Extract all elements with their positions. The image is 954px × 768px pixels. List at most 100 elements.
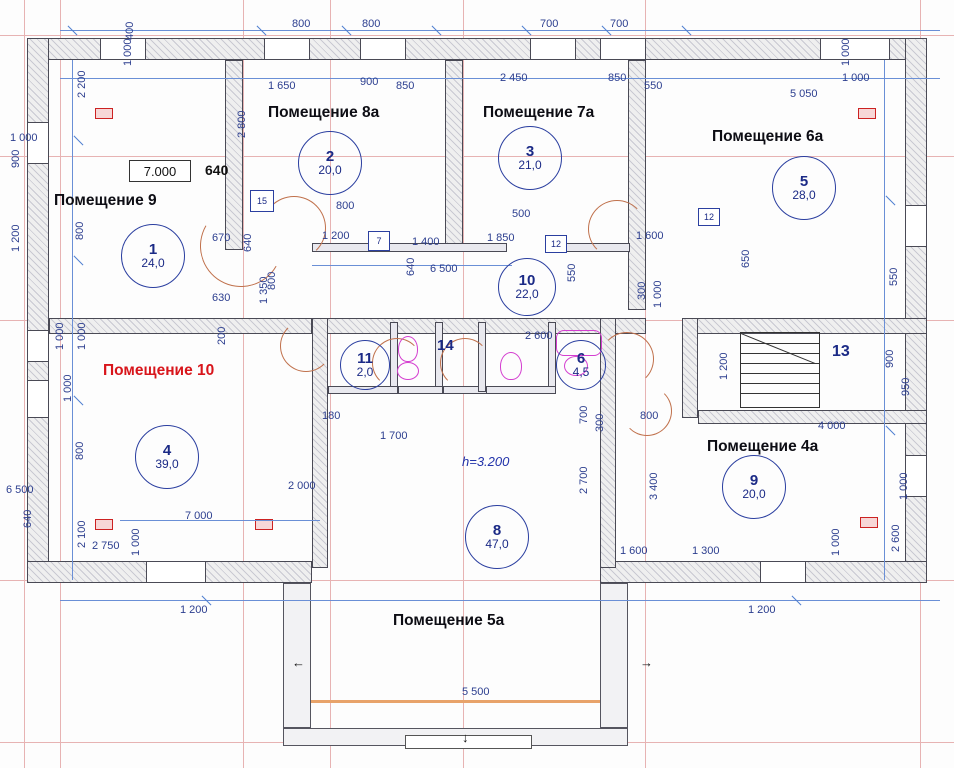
- dimension-text: 1 200: [180, 604, 208, 616]
- axis-line: [0, 580, 954, 581]
- dimension-text-vert: 200: [216, 326, 228, 345]
- interior-wall: [312, 318, 328, 568]
- dimension-text-vert: 550: [566, 263, 578, 282]
- room-number: 1: [148, 240, 158, 258]
- room-label-4a: Помещение 4а: [707, 438, 819, 455]
- room-marker-1: 1 24,0: [121, 224, 185, 288]
- dimension-tick: [73, 135, 84, 146]
- element-tag-7: 7: [368, 231, 390, 251]
- dimension-text-vert: 1 000: [840, 38, 852, 66]
- dimension-text-vert: 950: [900, 377, 912, 396]
- dimension-text-vert: 700: [578, 405, 590, 424]
- dimension-text-vert: 300: [636, 281, 648, 300]
- dimension-text-vert: 300: [594, 413, 606, 432]
- room-marker-8: 8 47,0: [465, 505, 529, 569]
- dimension-text: 180: [322, 410, 341, 422]
- dimension-tick: [73, 395, 84, 406]
- toilet-fixture-icon: [398, 336, 418, 362]
- tag-text: 12: [703, 212, 714, 222]
- room-label-9: Помещение 9: [54, 192, 157, 209]
- ceiling-height-note: h=3.200: [462, 454, 510, 469]
- dimension-text-vert: 800: [74, 441, 86, 460]
- dimension-text: 7.000: [143, 163, 177, 179]
- window: [27, 330, 49, 362]
- dimension-text: 550: [644, 80, 663, 92]
- arrow-left-icon: ←: [292, 655, 305, 670]
- window: [820, 38, 890, 60]
- door-swing: [262, 196, 326, 260]
- dimension-text: 900: [360, 76, 379, 88]
- dimension-text: 2 600: [525, 330, 553, 342]
- socket-marker: [95, 108, 113, 119]
- dimension-text-vert: 1 000: [54, 322, 66, 350]
- room-marker-9: 9 20,0: [722, 455, 786, 519]
- axis-line: [645, 0, 646, 768]
- dimension-text: 800: [640, 410, 659, 422]
- dimension-text-vert: 550: [888, 267, 900, 286]
- room-area: 24,0: [141, 256, 165, 271]
- sink-fixture-icon: [397, 362, 419, 380]
- room-marker-10: 10 22,0: [498, 258, 556, 316]
- room-area: 21,0: [518, 158, 542, 173]
- dimension-text: 1 600: [636, 230, 664, 242]
- dimension-text-vert: 3 400: [648, 472, 660, 500]
- element-tag-15: 15: [250, 190, 274, 212]
- dimension-text-vert: 2 200: [76, 70, 88, 98]
- dimension-text-vert: 640: [22, 509, 34, 528]
- dimension-line: [72, 60, 73, 580]
- room-number: 11: [357, 349, 373, 367]
- room-marker-14: 14: [437, 337, 454, 354]
- staircase: [740, 332, 820, 408]
- room-label-7a: Помещение 7а: [483, 104, 595, 121]
- dimension-text: 1 000: [10, 132, 38, 144]
- room-marker-2: 2 20,0: [298, 131, 362, 195]
- dimension-text: 1 200: [322, 230, 350, 242]
- dimension-tick: [73, 255, 84, 266]
- socket-marker: [95, 519, 113, 530]
- door-swing: [588, 200, 646, 258]
- axis-line: [0, 35, 954, 36]
- room-marker-4: 4 39,0: [135, 425, 199, 489]
- dimension-text: 700: [540, 18, 559, 30]
- window: [146, 561, 206, 583]
- dimension-text: 1 700: [380, 430, 408, 442]
- dimension-text-vert: 1 000: [62, 374, 74, 402]
- dimension-text: 4 000: [818, 420, 846, 432]
- dimension-text-vert: 800: [74, 221, 86, 240]
- room-area: 28,0: [792, 188, 816, 203]
- axis-line: [330, 0, 331, 768]
- room-label-5a: Помещение 5а: [393, 612, 505, 629]
- dimension-text-vert: 1 000: [652, 280, 664, 308]
- interior-wall: [312, 243, 507, 252]
- window: [530, 38, 576, 60]
- dimension-text-vert: 1 000: [122, 38, 134, 66]
- porch-threshold: [311, 700, 600, 703]
- door-swing: [280, 320, 332, 372]
- dimension-text-vert: 2 800: [236, 110, 248, 138]
- dimension-text-vert: 1 000: [898, 472, 910, 500]
- interior-wall: [682, 318, 698, 418]
- interior-wall: [445, 60, 463, 250]
- axis-line: [243, 0, 244, 768]
- room-label-6a: Помещение 6а: [712, 128, 824, 145]
- room-area: 47,0: [485, 537, 509, 552]
- room-area: 4,5: [572, 365, 590, 380]
- window: [905, 205, 927, 247]
- door-swing: [440, 338, 490, 388]
- axis-line: [60, 0, 61, 768]
- room-area: 39,0: [155, 457, 179, 472]
- dimension-text: 1 650: [268, 80, 296, 92]
- door-swing: [600, 332, 654, 386]
- interior-wall: [225, 60, 243, 250]
- dimension-text: 850: [396, 80, 415, 92]
- arrow-right-icon: →: [640, 655, 653, 670]
- porch-wall-left: [283, 583, 311, 728]
- window: [27, 122, 49, 164]
- toilet-fixture-icon: [500, 352, 522, 380]
- dimension-line: [60, 600, 940, 601]
- room-area: 20,0: [318, 163, 342, 178]
- dimension-text-vert: 640: [405, 257, 417, 276]
- room-area: 2,0: [356, 365, 374, 380]
- interior-wall: [49, 318, 312, 334]
- interior-wall: [628, 60, 646, 310]
